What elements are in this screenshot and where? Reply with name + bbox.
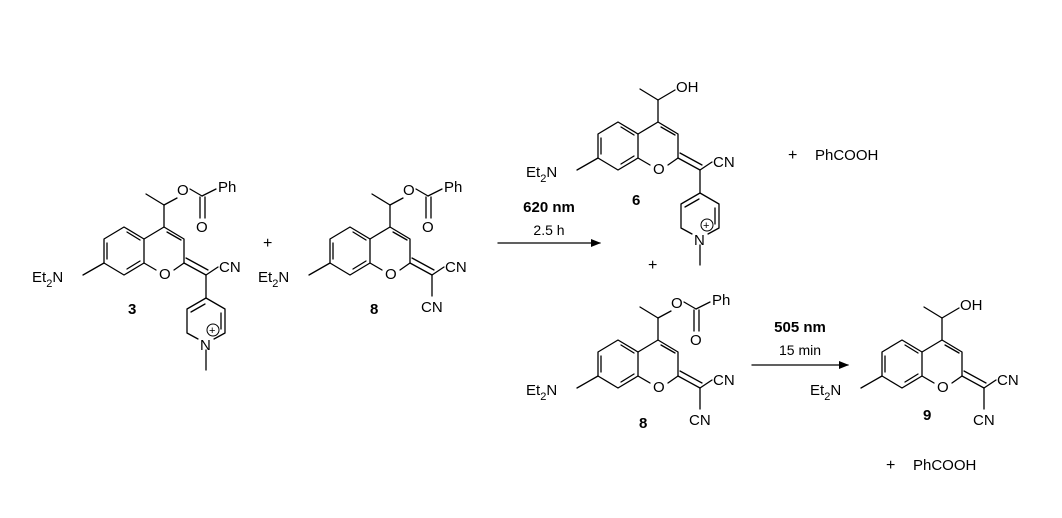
amine-subscript: 2 xyxy=(540,173,546,185)
reaction-arrow-2: 505 nm 15 min xyxy=(751,319,849,369)
amine-label: Et xyxy=(526,164,541,181)
compound-number: 8 xyxy=(370,301,378,318)
molecule-8-unreacted: Et2N O CN CN O O Ph 8 xyxy=(526,292,735,432)
svg-text:Et2N: Et2N xyxy=(526,164,557,185)
molecule-3-bonds xyxy=(82,188,226,371)
molecule-8-unreacted-bonds xyxy=(576,301,713,410)
nitrile-label: CN xyxy=(973,412,995,429)
svg-text:Et2N: Et2N xyxy=(526,382,557,403)
molecule-9-bonds xyxy=(860,306,997,410)
plus-sign: + xyxy=(788,147,797,164)
plus-sign: + xyxy=(263,235,272,252)
compound-number: 9 xyxy=(923,407,931,424)
molecule-8-bonds xyxy=(308,188,445,297)
nitrile-label: CN xyxy=(997,372,1019,389)
amine-subscript: 2 xyxy=(824,391,830,403)
ring-oxygen-label: O xyxy=(653,379,665,396)
reaction-arrow-1: 620 nm 2.5 h xyxy=(497,199,601,247)
ring-oxygen-label: O xyxy=(937,379,949,396)
amine-nitrogen: N xyxy=(546,164,557,181)
compound-number: 3 xyxy=(128,301,136,318)
nitrile-label: CN xyxy=(219,259,241,276)
amine-label: Et xyxy=(526,382,541,399)
ester-oxygen-label: O xyxy=(177,182,189,199)
amine-subscript: 2 xyxy=(272,278,278,290)
amine-nitrogen: N xyxy=(830,382,841,399)
time-label: 2.5 h xyxy=(533,222,564,238)
ester-oxygen-label: O xyxy=(671,295,683,312)
carbonyl-oxygen-label: O xyxy=(196,219,208,236)
molecule-6: Et2N O CN OH N + 6 xyxy=(526,79,735,266)
compound-number: 6 xyxy=(632,192,640,209)
byproduct-label: PhCOOH xyxy=(815,147,878,164)
amine-nitrogen: N xyxy=(278,269,289,286)
nitrile-label: CN xyxy=(689,412,711,429)
nitrile-label: CN xyxy=(445,259,467,276)
amine-label: Et xyxy=(32,269,47,286)
phenyl-label: Ph xyxy=(218,179,236,196)
time-label: 15 min xyxy=(779,342,821,358)
svg-text:Et2N: Et2N xyxy=(32,269,63,290)
phenyl-label: Ph xyxy=(444,179,462,196)
amine-subscript: 2 xyxy=(540,391,546,403)
hydroxyl-label: OH xyxy=(676,79,699,96)
amine-nitrogen: N xyxy=(546,382,557,399)
amine-nitrogen: N xyxy=(52,269,63,286)
byproduct-label: PhCOOH xyxy=(913,457,976,474)
plus-sign: + xyxy=(648,257,657,274)
hydroxyl-label: OH xyxy=(960,297,983,314)
molecule-6-bonds xyxy=(576,88,720,266)
plus-sign: + xyxy=(886,457,895,474)
amine-label: Et xyxy=(258,269,273,286)
svg-text:Et2N: Et2N xyxy=(258,269,289,290)
amine-subscript: 2 xyxy=(46,278,52,290)
phenyl-label: Ph xyxy=(712,292,730,309)
amine-label: Et xyxy=(810,382,825,399)
svg-text:Et2N: Et2N xyxy=(810,382,841,403)
charge-label: + xyxy=(703,220,709,232)
nitrile-label: CN xyxy=(713,372,735,389)
pyridinium-nitrogen-label: N xyxy=(200,337,211,354)
positive-charge-icon xyxy=(700,218,714,232)
carbonyl-oxygen-label: O xyxy=(422,219,434,236)
ring-oxygen-label: O xyxy=(385,266,397,283)
wavelength-label: 505 nm xyxy=(774,319,826,336)
compound-number: 8 xyxy=(639,415,647,432)
charge-label: + xyxy=(209,325,215,337)
ring-oxygen-label: O xyxy=(159,266,171,283)
wavelength-label: 620 nm xyxy=(523,199,575,216)
ring-oxygen-label: O xyxy=(653,161,665,178)
carbonyl-oxygen-label: O xyxy=(690,332,702,349)
pyridinium-nitrogen-label: N xyxy=(694,232,705,249)
molecule-3: Et2N O CN O O Ph N + 3 xyxy=(32,179,241,371)
molecule-8: Et2N O CN CN O O Ph 8 xyxy=(258,179,467,318)
molecule-9: Et2N O CN CN OH 9 xyxy=(810,297,1019,429)
nitrile-label: CN xyxy=(713,154,735,171)
nitrile-label: CN xyxy=(421,299,443,316)
ester-oxygen-label: O xyxy=(403,182,415,199)
positive-charge-icon xyxy=(206,323,220,337)
